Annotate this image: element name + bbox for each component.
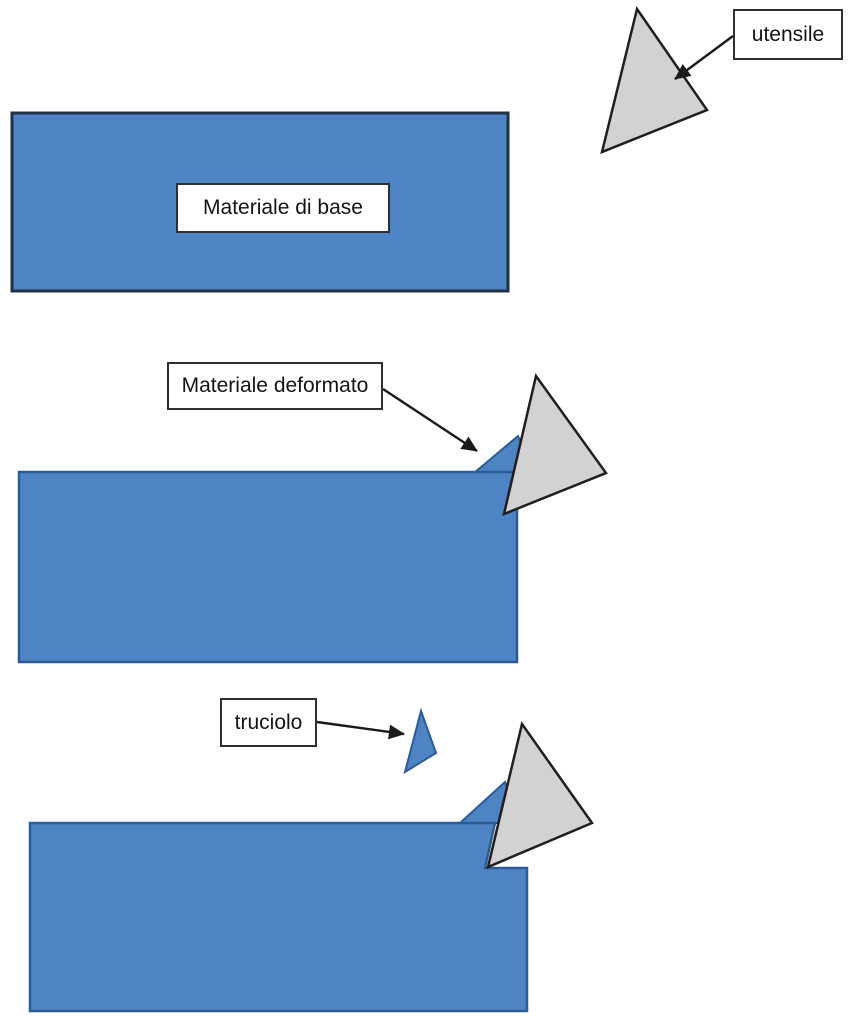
utensile-arrow — [674, 35, 734, 80]
label-materiale-deformato-text: Materiale deformato — [181, 374, 369, 397]
label-truciolo: truciolo — [220, 698, 317, 747]
label-utensile-text: utensile — [751, 22, 825, 46]
label-utensile: utensile — [733, 9, 843, 60]
label-materiale-di-base-text: Materiale di base — [203, 196, 363, 219]
label-materiale-di-base: Materiale di base — [176, 183, 390, 233]
label-materiale-deformato: Materiale deformato — [167, 362, 383, 410]
workpiece-rect-bottom — [28, 821, 529, 1013]
label-truciolo-text: truciolo — [234, 710, 303, 734]
chip-triangle — [403, 707, 438, 775]
workpiece-rect-middle — [17, 470, 519, 664]
tool-triangle-bottom — [486, 721, 594, 870]
materiale-deformato-arrow — [382, 387, 478, 453]
tool-triangle-middle — [502, 373, 608, 517]
truciolo-arrow — [316, 720, 405, 740]
tool-triangle-top — [600, 6, 709, 155]
